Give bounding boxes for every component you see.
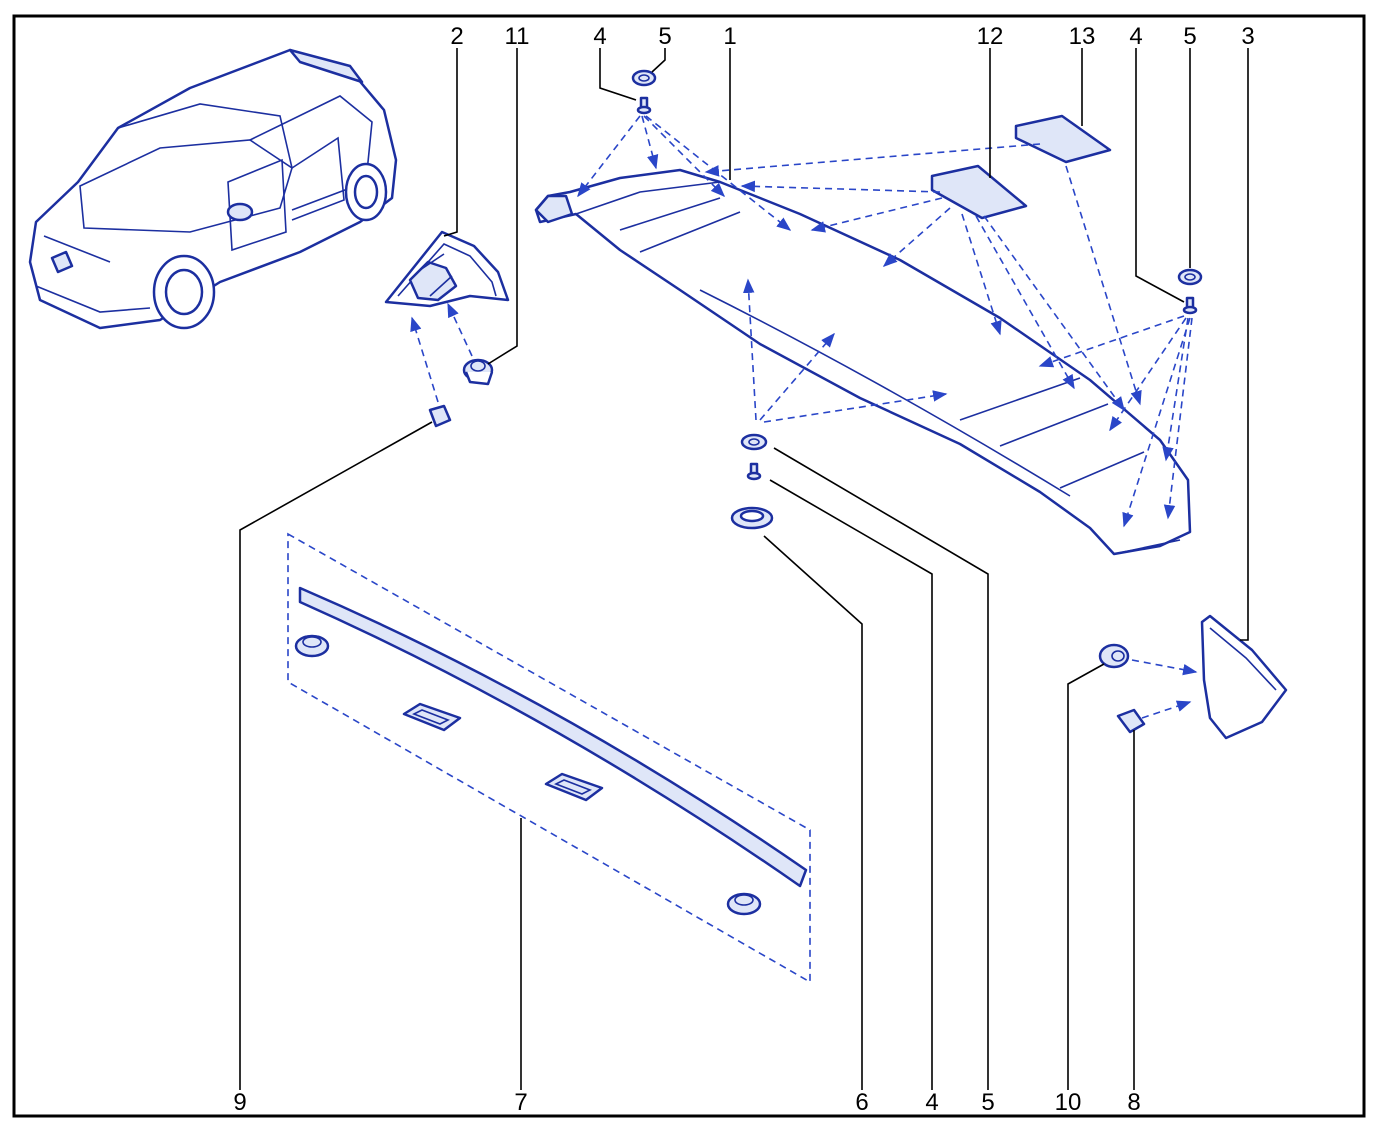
part-5-washer-right [1177,268,1203,286]
callout-4-right: 4 [1129,23,1142,50]
part-9-clip-nut [428,404,452,428]
callouts-bottom: 9 7 6 4 5 10 8 [233,1089,1140,1116]
callout-7: 7 [514,1089,527,1116]
leader-lines [239,48,1249,1090]
callout-11: 11 [505,23,530,50]
callout-10: 10 [1055,1089,1082,1116]
part-2-left-end-cap [384,230,510,308]
part-1-spoiler [534,168,1192,556]
assembly-arrows [410,115,1198,719]
part-10-clip [1098,643,1130,669]
callout-9: 9 [233,1089,246,1116]
part-4-stud-right [1182,296,1198,315]
callout-3: 3 [1241,23,1254,50]
diagram-frame [12,14,1366,1118]
callout-8: 8 [1127,1089,1140,1116]
callout-5-bottom: 5 [981,1089,994,1116]
part-8-clip-nut [1116,708,1146,734]
callout-6: 6 [855,1089,868,1116]
vehicle-thumbnail [28,48,398,330]
callout-12: 12 [977,23,1004,50]
callout-5-right: 5 [1183,23,1196,50]
callout-4-bottom: 4 [925,1089,938,1116]
part-4-stud-center [746,462,762,481]
part-5-washer-center [740,433,768,451]
callout-1: 1 [723,23,736,50]
callout-5-top: 5 [658,23,671,50]
callout-4-top: 4 [593,23,606,50]
part-4-stud-top [636,96,652,115]
part-6-grommet [730,506,774,530]
callouts-top: 2 11 4 5 1 12 13 4 5 3 [450,23,1254,50]
part-13-adhesive-pad [1014,114,1112,164]
part-11-clip [462,358,494,386]
part-3-right-end-cap [1200,614,1288,740]
part-7-seal-kit [287,532,811,984]
part-5-washer-top [631,69,657,87]
part-12-adhesive-pad [930,164,1028,220]
callout-2: 2 [450,23,463,50]
callout-13: 13 [1069,23,1096,50]
